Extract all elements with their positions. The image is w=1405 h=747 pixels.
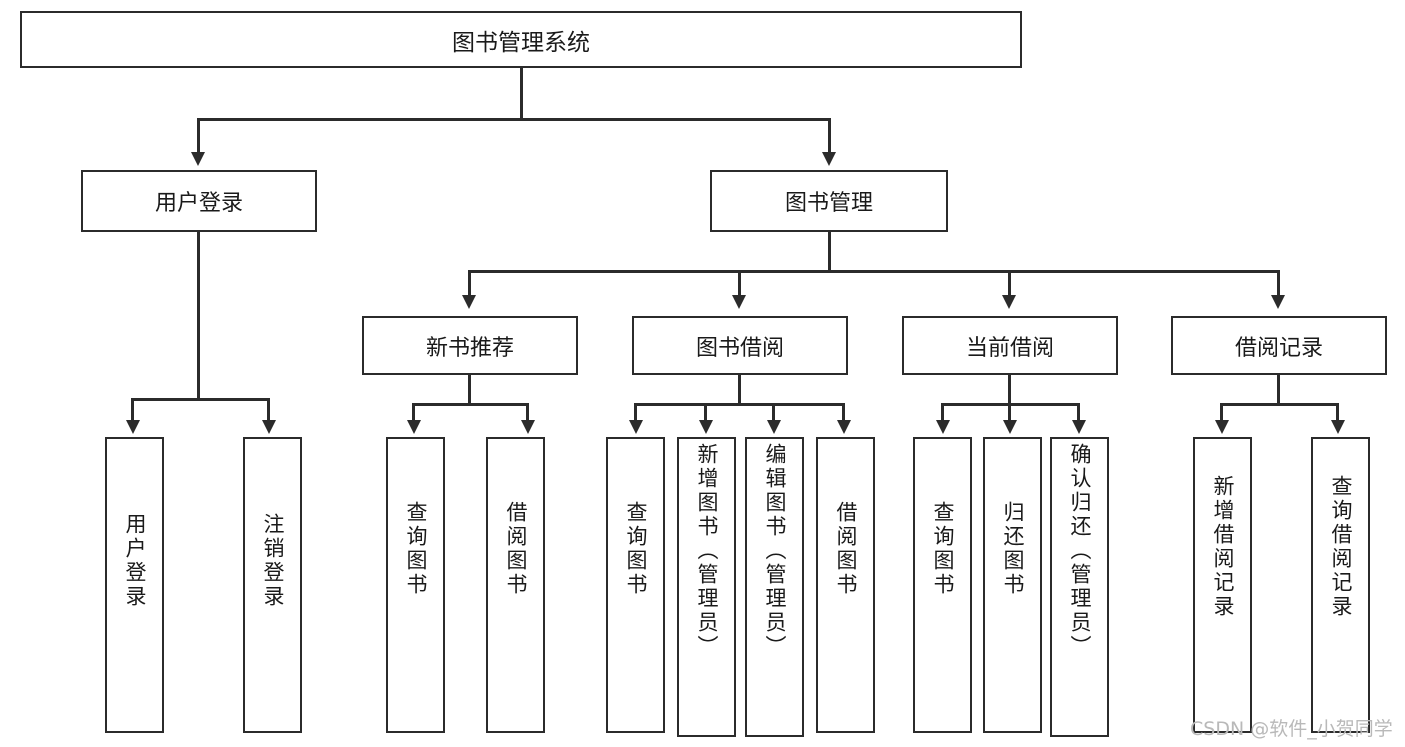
connector-current-borrow-drop-2 bbox=[1008, 403, 1011, 422]
connector-new-book-drop-1 bbox=[412, 403, 415, 422]
connector-user-login-stem bbox=[197, 232, 200, 400]
connector-book-manage-stem bbox=[828, 232, 831, 272]
leaf-label: 借阅图书 bbox=[834, 501, 858, 597]
leaf-label: 新增借阅记录 bbox=[1211, 475, 1235, 619]
leaf-add-book[interactable]: 新增图书（管理员） bbox=[677, 437, 736, 737]
leaf-confirm-return[interactable]: 确认归还（管理员） bbox=[1050, 437, 1109, 737]
node-label: 图书借阅 bbox=[695, 335, 784, 361]
connector-current-borrow-drop-3 bbox=[1077, 403, 1080, 422]
node-label: 图书管理 bbox=[784, 191, 873, 216]
connector-book-borrow-bus bbox=[634, 403, 845, 406]
connector-user-login-drop-2 bbox=[267, 398, 270, 422]
leaf-label: 查询图书 bbox=[624, 501, 648, 597]
connector-book-borrow-drop-2 bbox=[704, 403, 707, 422]
node-borrow-record[interactable]: 借阅记录 bbox=[1171, 316, 1387, 375]
leaf-query-book-borrow[interactable]: 查询图书 bbox=[606, 437, 665, 733]
leaf-return-book[interactable]: 归还图书 bbox=[983, 437, 1042, 733]
connector-root-stem bbox=[520, 68, 523, 118]
connector-book-borrow-stem bbox=[738, 375, 741, 405]
connector-user-login-bus bbox=[131, 398, 269, 401]
arrow-to-leaf-edit-book bbox=[767, 420, 781, 434]
node-new-book-recommend[interactable]: 新书推荐 bbox=[362, 316, 578, 375]
connector-user-login-drop-1 bbox=[131, 398, 134, 422]
leaf-edit-book[interactable]: 编辑图书（管理员） bbox=[745, 437, 804, 737]
arrow-to-leaf-query-record bbox=[1331, 420, 1345, 434]
connector-level2-bus bbox=[197, 118, 831, 121]
arrow-to-leaf-borrow-book-2 bbox=[837, 420, 851, 434]
leaf-label: 借阅图书 bbox=[504, 501, 528, 597]
leaf-label: 查询借阅记录 bbox=[1329, 475, 1353, 619]
arrow-to-leaf-query-book-2 bbox=[629, 420, 643, 434]
arrow-to-leaf-user-login bbox=[126, 420, 140, 434]
connector-level3-bus bbox=[468, 270, 1279, 273]
leaf-query-borrow-record[interactable]: 查询借阅记录 bbox=[1311, 437, 1370, 733]
node-label: 用户登录 bbox=[154, 191, 243, 216]
connector-level3-drop-1 bbox=[468, 270, 471, 297]
connector-book-borrow-drop-3 bbox=[772, 403, 775, 422]
leaf-user-login[interactable]: 用户登录 bbox=[105, 437, 164, 733]
connector-borrow-record-drop-2 bbox=[1336, 403, 1339, 422]
connector-borrow-record-drop-1 bbox=[1220, 403, 1223, 422]
leaf-label: 新增图书（管理员） bbox=[695, 443, 719, 659]
connector-level3-drop-3 bbox=[1008, 270, 1011, 297]
csdn-watermark: CSDN @软件_小贺同学 bbox=[1190, 718, 1393, 740]
node-label: 新书推荐 bbox=[425, 335, 514, 361]
leaf-query-book-current[interactable]: 查询图书 bbox=[913, 437, 972, 733]
connector-level2-drop-right bbox=[828, 118, 831, 154]
connector-level3-drop-2 bbox=[738, 270, 741, 297]
leaf-logout[interactable]: 注销登录 bbox=[243, 437, 302, 733]
connector-book-borrow-drop-4 bbox=[842, 403, 845, 422]
arrow-to-leaf-borrow-book-1 bbox=[521, 420, 535, 434]
leaf-add-borrow-record[interactable]: 新增借阅记录 bbox=[1193, 437, 1252, 733]
arrow-to-leaf-confirm-return bbox=[1072, 420, 1086, 434]
leaf-label: 查询图书 bbox=[404, 501, 428, 597]
arrow-to-leaf-logout bbox=[262, 420, 276, 434]
node-label: 借阅记录 bbox=[1234, 335, 1323, 361]
connector-borrow-record-stem bbox=[1277, 375, 1280, 405]
connector-level2-drop-left bbox=[197, 118, 200, 154]
arrow-to-leaf-query-book-1 bbox=[407, 420, 421, 434]
connector-new-book-bus bbox=[412, 403, 529, 406]
node-root-system[interactable]: 图书管理系统 bbox=[20, 11, 1022, 68]
arrow-to-new-book bbox=[462, 295, 476, 309]
connector-level3-drop-4 bbox=[1277, 270, 1280, 297]
arrow-to-leaf-query-book-3 bbox=[936, 420, 950, 434]
leaf-borrow-book[interactable]: 借阅图书 bbox=[816, 437, 875, 733]
connector-current-borrow-drop-1 bbox=[941, 403, 944, 422]
arrow-to-leaf-return-book bbox=[1003, 420, 1017, 434]
node-label: 当前借阅 bbox=[965, 335, 1054, 361]
node-user-login[interactable]: 用户登录 bbox=[81, 170, 317, 232]
connector-current-borrow-stem bbox=[1008, 375, 1011, 405]
node-book-borrow[interactable]: 图书借阅 bbox=[632, 316, 848, 375]
leaf-label: 查询图书 bbox=[931, 501, 955, 597]
leaf-query-book-recommend[interactable]: 查询图书 bbox=[386, 437, 445, 733]
leaf-label: 确认归还（管理员） bbox=[1068, 443, 1092, 659]
leaf-label: 归还图书 bbox=[1001, 501, 1025, 597]
connector-new-book-stem bbox=[468, 375, 471, 405]
leaf-label: 注销登录 bbox=[261, 513, 285, 609]
connector-new-book-drop-2 bbox=[526, 403, 529, 422]
node-label: 图书管理系统 bbox=[452, 29, 590, 56]
arrow-to-leaf-add-book bbox=[699, 420, 713, 434]
arrow-to-leaf-add-record bbox=[1215, 420, 1229, 434]
arrow-to-book-borrow bbox=[732, 295, 746, 309]
leaf-borrow-book-recommend[interactable]: 借阅图书 bbox=[486, 437, 545, 733]
node-book-manage[interactable]: 图书管理 bbox=[710, 170, 948, 232]
leaf-label: 用户登录 bbox=[123, 513, 147, 609]
connector-borrow-record-bus bbox=[1220, 403, 1339, 406]
node-current-borrow[interactable]: 当前借阅 bbox=[902, 316, 1118, 375]
arrow-to-borrow-record bbox=[1271, 295, 1285, 309]
connector-book-borrow-drop-1 bbox=[634, 403, 637, 422]
arrow-to-current-borrow bbox=[1002, 295, 1016, 309]
arrow-to-user-login bbox=[191, 152, 205, 166]
arrow-to-book-manage bbox=[822, 152, 836, 166]
leaf-label: 编辑图书（管理员） bbox=[763, 443, 787, 659]
